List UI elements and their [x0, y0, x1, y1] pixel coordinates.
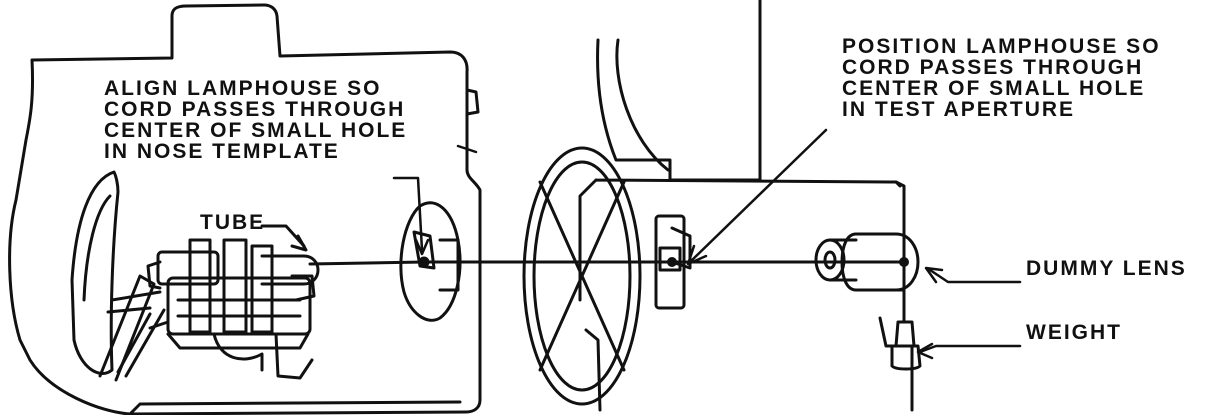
- nose-template-collar: [438, 238, 460, 292]
- reflector-clamp: [98, 274, 166, 382]
- weight: [890, 320, 922, 371]
- shutter-wheel-outer: [522, 146, 642, 406]
- nose-template-clip: [412, 230, 436, 270]
- test-aperture-window: [658, 246, 682, 272]
- socket-cable: [212, 332, 264, 372]
- socket-foot: [274, 332, 314, 380]
- socket-post-right: [250, 244, 274, 334]
- lamp-socket-assembly: [146, 238, 316, 380]
- leader-lines: [392, 128, 1022, 360]
- tube: [260, 224, 320, 286]
- reflector-outline: [70, 170, 120, 375]
- socket-post-left: [188, 238, 212, 334]
- shutter-wheel-spokes: [538, 180, 626, 372]
- label-position-lamphouse-line-3: CENTER OF SMALL HOLE: [842, 77, 1146, 100]
- label-dummy-lens: DUMMY LENS: [1026, 257, 1187, 280]
- label-position-lamphouse-line-2: CORD PASSES THROUGH: [842, 56, 1144, 79]
- projector-lower-case: [584, 316, 914, 412]
- weight-body: [890, 320, 922, 371]
- label-align-lamphouse-line-2: CORD PASSES THROUGH: [104, 98, 406, 121]
- socket-post-center: [222, 238, 248, 334]
- cord: [308, 260, 906, 324]
- leader-weight: [918, 344, 1022, 354]
- tube-leader: [260, 224, 306, 248]
- label-align-lamphouse: ALIGN LAMPHOUSE SO CORD PASSES THROUGH C…: [104, 78, 407, 162]
- lamphouse-notch: [465, 88, 480, 116]
- label-position-lamphouse-line-1: POSITION LAMPHOUSE SO: [842, 35, 1161, 58]
- reflector-clamp-arms: [98, 274, 162, 382]
- leader-test-aperture-arrow: [686, 244, 708, 266]
- reflector-clamp-brace: [116, 308, 166, 378]
- projector-reel-arc: [615, 38, 670, 172]
- label-align-lamphouse-line-3: CENTER OF SMALL HOLE: [104, 119, 408, 142]
- socket-details: [146, 260, 316, 350]
- socket-base: [166, 276, 312, 336]
- leader-nose-template-arrow: [414, 238, 430, 256]
- socket-upper-block: [156, 250, 220, 286]
- dummy-lens: [814, 232, 920, 292]
- reflector-inner-curve: [82, 194, 112, 302]
- lamphouse-lower-edge: [128, 400, 462, 415]
- test-aperture-clip: [670, 226, 692, 270]
- tube-leader-arrow: [290, 234, 308, 252]
- label-position-lamphouse: POSITION LAMPHOUSE SO CORD PASSES THROUG…: [842, 36, 1161, 120]
- leader-dummy-lens-arrow: [924, 266, 944, 284]
- label-align-lamphouse-line-4: IN NOSE TEMPLATE: [104, 140, 340, 163]
- label-align-lamphouse-line-1: ALIGN LAMPHOUSE SO: [104, 77, 382, 100]
- shutter-wheel: [522, 146, 642, 406]
- label-position-lamphouse-line-4: IN TEST APERTURE: [842, 98, 1076, 121]
- lamphouse-housing-outline: [8, 3, 482, 415]
- dummy-lens-bore: [823, 250, 837, 270]
- shutter-wheel-inner: [532, 160, 632, 392]
- leader-lamphouse-label-end: [456, 144, 478, 154]
- dummy-lens-body: [840, 232, 920, 292]
- leader-test-aperture: [688, 128, 828, 264]
- reflector: [70, 170, 120, 375]
- lamphouse: [8, 3, 482, 415]
- leader-weight-arrow: [916, 342, 934, 360]
- dummy-lens-barrel: [828, 238, 858, 282]
- label-tube: TUBE: [200, 211, 266, 234]
- projector-reel-arm: [596, 0, 762, 182]
- label-weight: WEIGHT: [1026, 321, 1122, 344]
- leader-nose-template: [392, 176, 424, 252]
- alignment-cord: [308, 260, 906, 266]
- tube-body: [260, 254, 320, 286]
- dummy-lens-front: [814, 238, 846, 282]
- leader-dummy-lens: [928, 268, 1022, 284]
